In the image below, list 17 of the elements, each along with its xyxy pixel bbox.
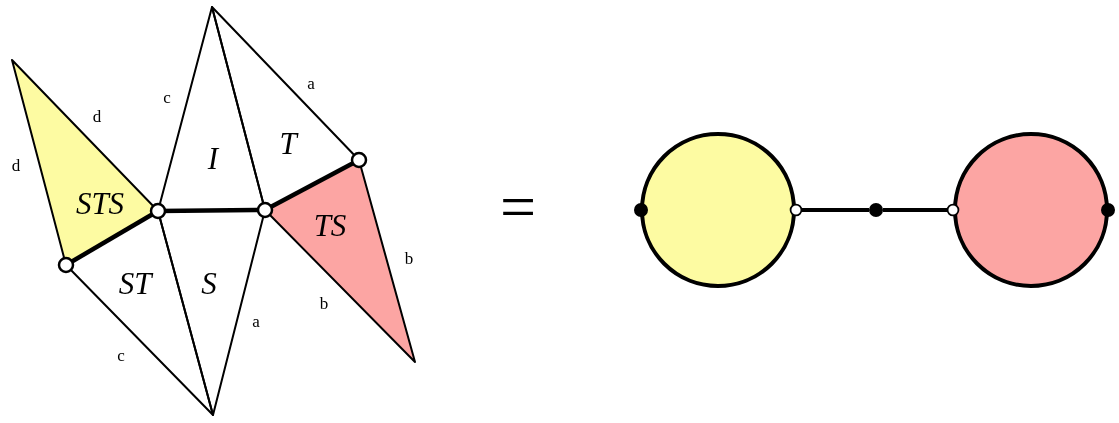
connector-line: [883, 203, 960, 217]
equals-sign: =: [499, 175, 537, 239]
connector-line: [789, 203, 869, 217]
side-label: d: [92, 107, 102, 125]
face-label: TS: [313, 209, 347, 241]
face-label: S: [201, 267, 217, 299]
face-label: ST: [118, 267, 152, 299]
face-label: T: [279, 127, 297, 159]
side-label: c: [117, 346, 125, 364]
side-label: c: [163, 88, 171, 106]
side-label: a: [252, 312, 260, 330]
face-label: STS: [75, 187, 125, 219]
side-label: d: [11, 156, 21, 174]
side-label: a: [307, 74, 315, 92]
face-label: I: [207, 142, 219, 174]
side-label: b: [319, 294, 329, 312]
side-label: b: [404, 249, 414, 267]
